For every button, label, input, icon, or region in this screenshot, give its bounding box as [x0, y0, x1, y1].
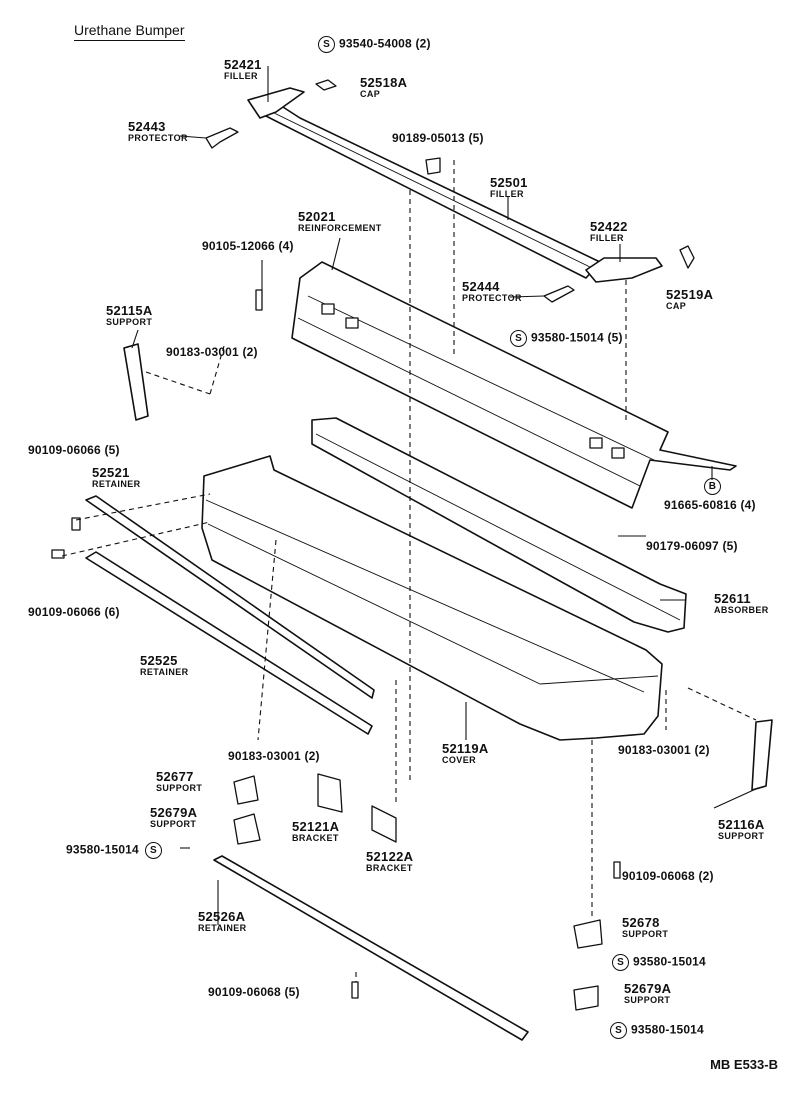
- cover-52119a-shape: [201, 455, 663, 741]
- fastener-90109-06066-5: 90109-06066 (5): [28, 443, 120, 457]
- bracket-52121a-shape: [317, 773, 343, 813]
- s-mark-icon: S: [610, 1022, 627, 1039]
- fastener-90109-06066-6: 90109-06066 (6): [28, 605, 120, 619]
- retainer-52521-shape: [85, 495, 375, 699]
- clip-90189-shape: [425, 157, 441, 175]
- bolt-90109-06068-5-shape: [351, 981, 359, 999]
- fastener-90105-12066: 90105-12066 (4): [202, 239, 294, 253]
- support-52677-shape: [233, 775, 259, 805]
- support-52116a-shape: [751, 719, 773, 791]
- bracket-52122a-shape: [371, 805, 397, 843]
- s-mark-icon: S: [510, 330, 527, 347]
- fastener-90183-03001-b: 90183-03001 (2): [228, 749, 320, 763]
- fastener-90183-03001-c: 90183-03001 (2): [618, 743, 710, 757]
- cap-52518a-shape: [315, 79, 337, 91]
- fastener-90189-05013: 90189-05013 (5): [392, 131, 484, 145]
- diagram-code: MB E533-B: [710, 1057, 778, 1072]
- protector-52444-shape: [543, 285, 575, 303]
- diagram-title: Urethane Bumper: [74, 22, 185, 41]
- fastener-90109-06068-5: 90109-06068 (5): [208, 985, 300, 999]
- b-mark-icon: B: [704, 478, 721, 495]
- support-52678-shape: [573, 919, 603, 949]
- fastener-90179-06097: 90179-06097 (5): [646, 539, 738, 553]
- bolt-90109-06066-6-shape: [51, 549, 65, 559]
- bolt-90109-06068-2-shape: [613, 861, 621, 879]
- fastener-90109-06068-2: 90109-06068 (2): [622, 869, 714, 883]
- retainer-52525-shape: [85, 551, 373, 735]
- support-52679a-right-shape: [573, 985, 599, 1011]
- cap-52519a-shape: [679, 245, 695, 269]
- protector-52443-shape: [205, 127, 239, 149]
- fastener-90183-03001-a: 90183-03001 (2): [166, 345, 258, 359]
- s-mark-icon: S: [144, 842, 162, 859]
- support-52679a-left-shape: [233, 813, 261, 845]
- support-52115a-shape: [123, 343, 149, 421]
- absorber-52611-shape: [311, 417, 687, 633]
- s-mark-icon: S: [612, 954, 629, 971]
- retainer-52526a-shape: [213, 855, 529, 1041]
- filler-52421-shape: [247, 87, 305, 119]
- bolt-90105-shape: [255, 289, 263, 311]
- bolt-90109-06066-5-shape: [71, 517, 81, 531]
- s-mark-icon: S: [318, 36, 335, 53]
- filler-52422-shape: [585, 257, 663, 283]
